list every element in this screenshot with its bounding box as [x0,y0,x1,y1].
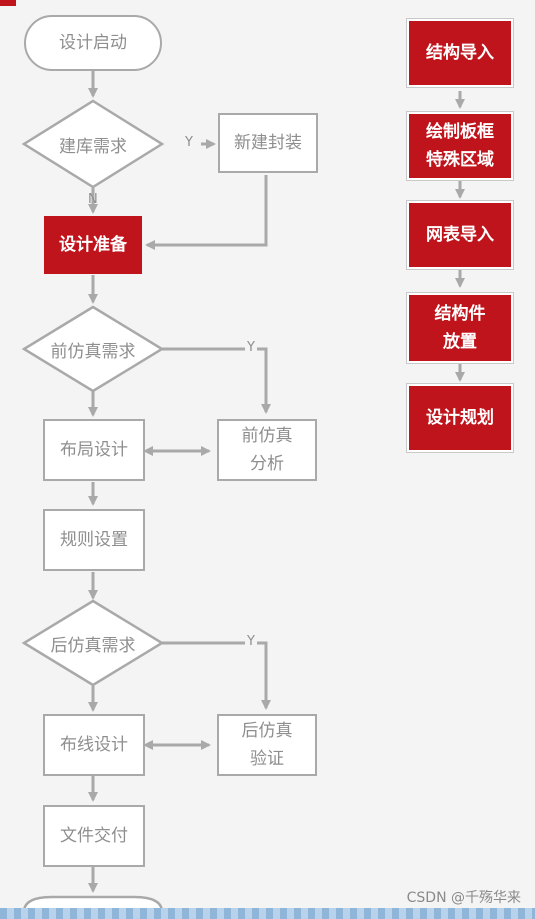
node-start: 设计启动 [24,15,162,71]
node-netlist-import: 网表导入 [409,203,511,267]
node-post-sim-verify: 后仿真 验证 [217,714,317,776]
edge-postsim-yes [162,641,271,710]
label-pre-sim-need: 前仿真需求 [50,341,136,362]
node-delivery: 文件交付 [43,805,145,867]
diamond-pre-sim-need [21,305,165,393]
edge-label-library-no: N [88,192,98,207]
footer-band [0,908,535,919]
corner-mark [0,0,16,6]
edge-label-presim-yes: Y [245,340,257,355]
node-new-package: 新建封装 [218,113,318,173]
label-library-need: 建库需求 [59,136,127,157]
diamond-post-sim-need [21,599,165,687]
edge-presim-yes [162,347,271,414]
node-design-plan: 设计规划 [409,386,511,450]
node-rules: 规则设置 [43,509,145,571]
node-struct-import: 结构导入 [409,21,511,85]
label-post-sim-need: 后仿真需求 [50,635,136,656]
edge-newpkg-to-prep [145,175,268,250]
diamond-library-need [21,99,165,189]
edge-label-postsim-yes: Y [245,634,257,649]
node-struct-place: 结构件 放置 [409,295,511,361]
node-placement: 布局设计 [43,419,145,481]
node-board-frame: 绘制板框 特殊区域 [409,114,511,178]
node-routing: 布线设计 [43,714,145,776]
node-design-prep: 设计准备 [44,216,142,274]
node-pre-sim-analysis: 前仿真 分析 [217,419,317,481]
watermark-text: CSDN @千殇华来 [406,890,521,906]
edge-label-library-yes: Y [185,135,193,150]
